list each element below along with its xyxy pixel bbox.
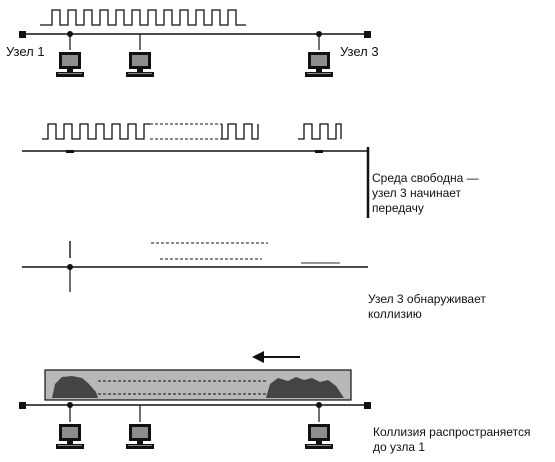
stage4-caption-line-2: до узла 1 (373, 440, 426, 454)
stage4-group (19, 351, 371, 449)
node1-label: Узел 1 (6, 44, 45, 59)
stage4-right-terminator (364, 402, 371, 409)
left-arrow-icon (252, 351, 264, 363)
stage2-caption-line-3: передачу (372, 201, 424, 215)
stage4-node1-junction (67, 402, 73, 408)
computer-icon (126, 424, 154, 449)
computer-icon (126, 52, 154, 77)
stage4-collision-noise-left (52, 376, 98, 398)
stage3-caption-line-1: Узел 3 обнаруживает (368, 292, 486, 306)
stage4-left-terminator (19, 402, 26, 409)
stage3-caption-line-2: коллизию (368, 307, 422, 321)
stage2-square-wave-left (42, 123, 150, 140)
computer-icon (56, 52, 84, 77)
computer-icon (305, 52, 333, 77)
computer-icon (56, 424, 84, 449)
stage2-square-wave-mid (221, 123, 259, 140)
node3-label: Узел 3 (340, 44, 379, 59)
stage1-group (19, 9, 371, 77)
stage3-group (22, 241, 368, 292)
stage2-caption-line-1: Среда свободна — (372, 171, 479, 185)
stage1-square-wave (40, 9, 246, 26)
stage2-caption-line-2: узел 3 начинает (372, 186, 462, 200)
stage4-node3-junction (316, 402, 322, 408)
stage1-left-terminator (19, 31, 26, 38)
computer-icon (305, 424, 333, 449)
stage4-caption-line-1: Коллизия распространяется (373, 425, 531, 439)
stage1-node3-junction (316, 31, 322, 37)
stage4-collision-noise-right (266, 377, 344, 398)
stage2-square-wave-node3 (298, 123, 342, 140)
stage1-node1-junction (67, 31, 73, 37)
stage1-right-terminator (364, 31, 371, 38)
stage2-group (22, 123, 370, 218)
